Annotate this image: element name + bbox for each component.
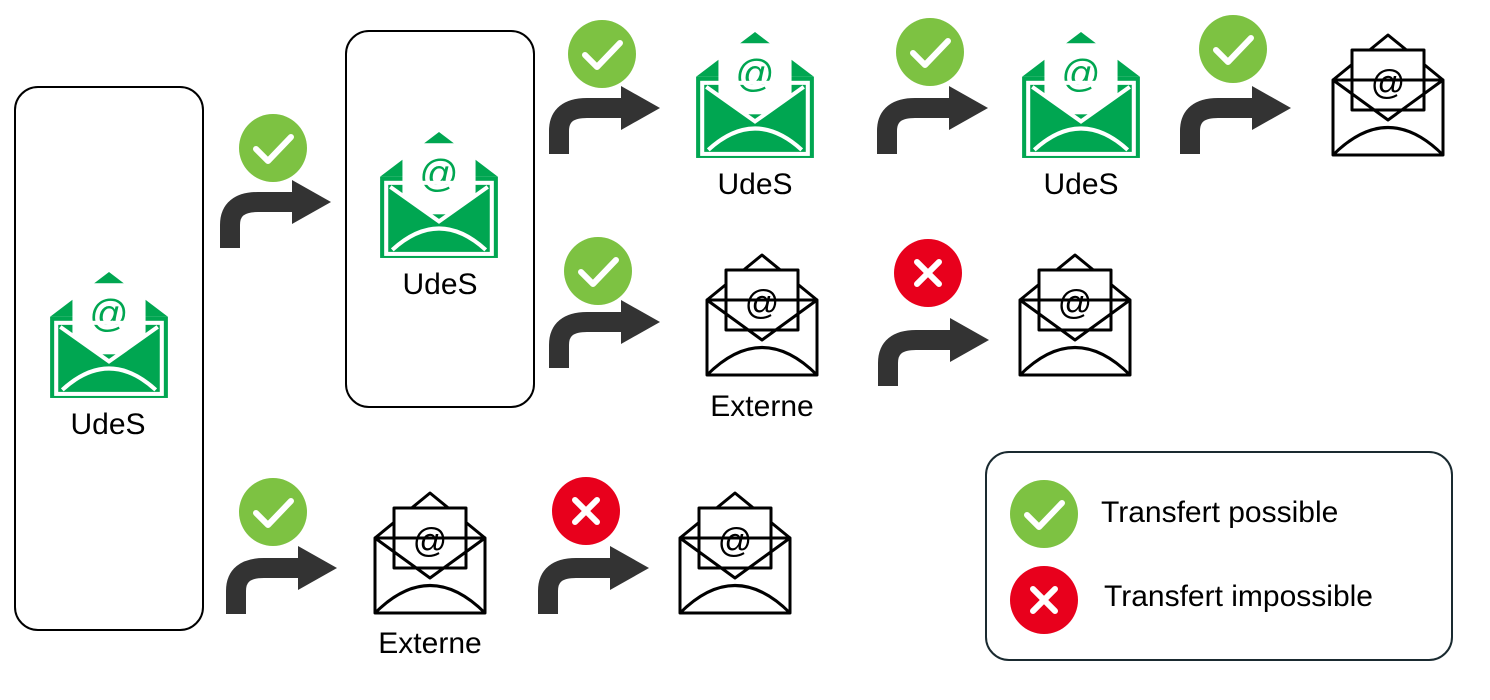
- legend-possible-label: Transfert possible: [1101, 496, 1339, 529]
- origin-label: UdeS: [70, 408, 146, 441]
- curved-arrow-icon: [549, 86, 660, 154]
- origin-envelope-at-icon: @: [50, 272, 168, 398]
- curved-arrow-icon: [538, 546, 649, 614]
- check-circle-icon: [239, 114, 307, 182]
- legend-cross-circle-icon: [1010, 566, 1078, 634]
- level1-udes-label: UdeS: [402, 268, 478, 301]
- curved-arrow-icon: [226, 546, 337, 614]
- curved-arrow-icon: [878, 318, 989, 386]
- curved-arrow-icon: [1180, 86, 1291, 154]
- check-circle-icon: [564, 237, 632, 305]
- check-circle-icon: [896, 18, 964, 86]
- level2-udes-a-label: UdeS: [717, 168, 793, 201]
- level2-udes-b-envelope-at-icon: @: [1022, 32, 1140, 158]
- curved-arrow-icon: [220, 180, 331, 248]
- svg-text:@: @: [718, 522, 753, 560]
- check-circle-icon: [239, 478, 307, 546]
- level1-externe-label: Externe: [378, 627, 482, 660]
- level1-externe-envelope-at-icon: @: [373, 491, 487, 615]
- legend-check-circle-icon: [1010, 480, 1078, 548]
- check-circle-icon: [568, 20, 636, 88]
- curved-arrow-icon: [877, 86, 988, 154]
- svg-text:@: @: [1061, 53, 1100, 96]
- svg-text:@: @: [745, 284, 780, 322]
- level2-udes-a-envelope-at-icon: @: [696, 32, 814, 158]
- cross-circle-icon: [552, 477, 620, 545]
- level2-externe-final-envelope-at-icon: @: [1018, 253, 1132, 377]
- svg-text:@: @: [735, 53, 774, 96]
- svg-text:@: @: [413, 522, 448, 560]
- svg-text:@: @: [1058, 284, 1093, 322]
- top-final-envelope-at-icon: @: [1331, 33, 1445, 157]
- check-circle-icon: [1199, 15, 1267, 83]
- cross-circle-icon: [894, 239, 962, 307]
- svg-text:@: @: [1371, 64, 1406, 102]
- legend-impossible-label: Transfert impossible: [1104, 580, 1373, 613]
- level1-udes-envelope-at-icon: @: [380, 132, 498, 258]
- svg-text:@: @: [89, 293, 128, 336]
- curved-arrow-icon: [549, 300, 660, 368]
- level2-externe-envelope-at-icon: @: [705, 253, 819, 377]
- level2-externe-label: Externe: [710, 390, 814, 423]
- level2-udes-b-label: UdeS: [1043, 168, 1119, 201]
- level1-externe-final-envelope-at-icon: @: [678, 491, 792, 615]
- svg-text:@: @: [419, 153, 458, 196]
